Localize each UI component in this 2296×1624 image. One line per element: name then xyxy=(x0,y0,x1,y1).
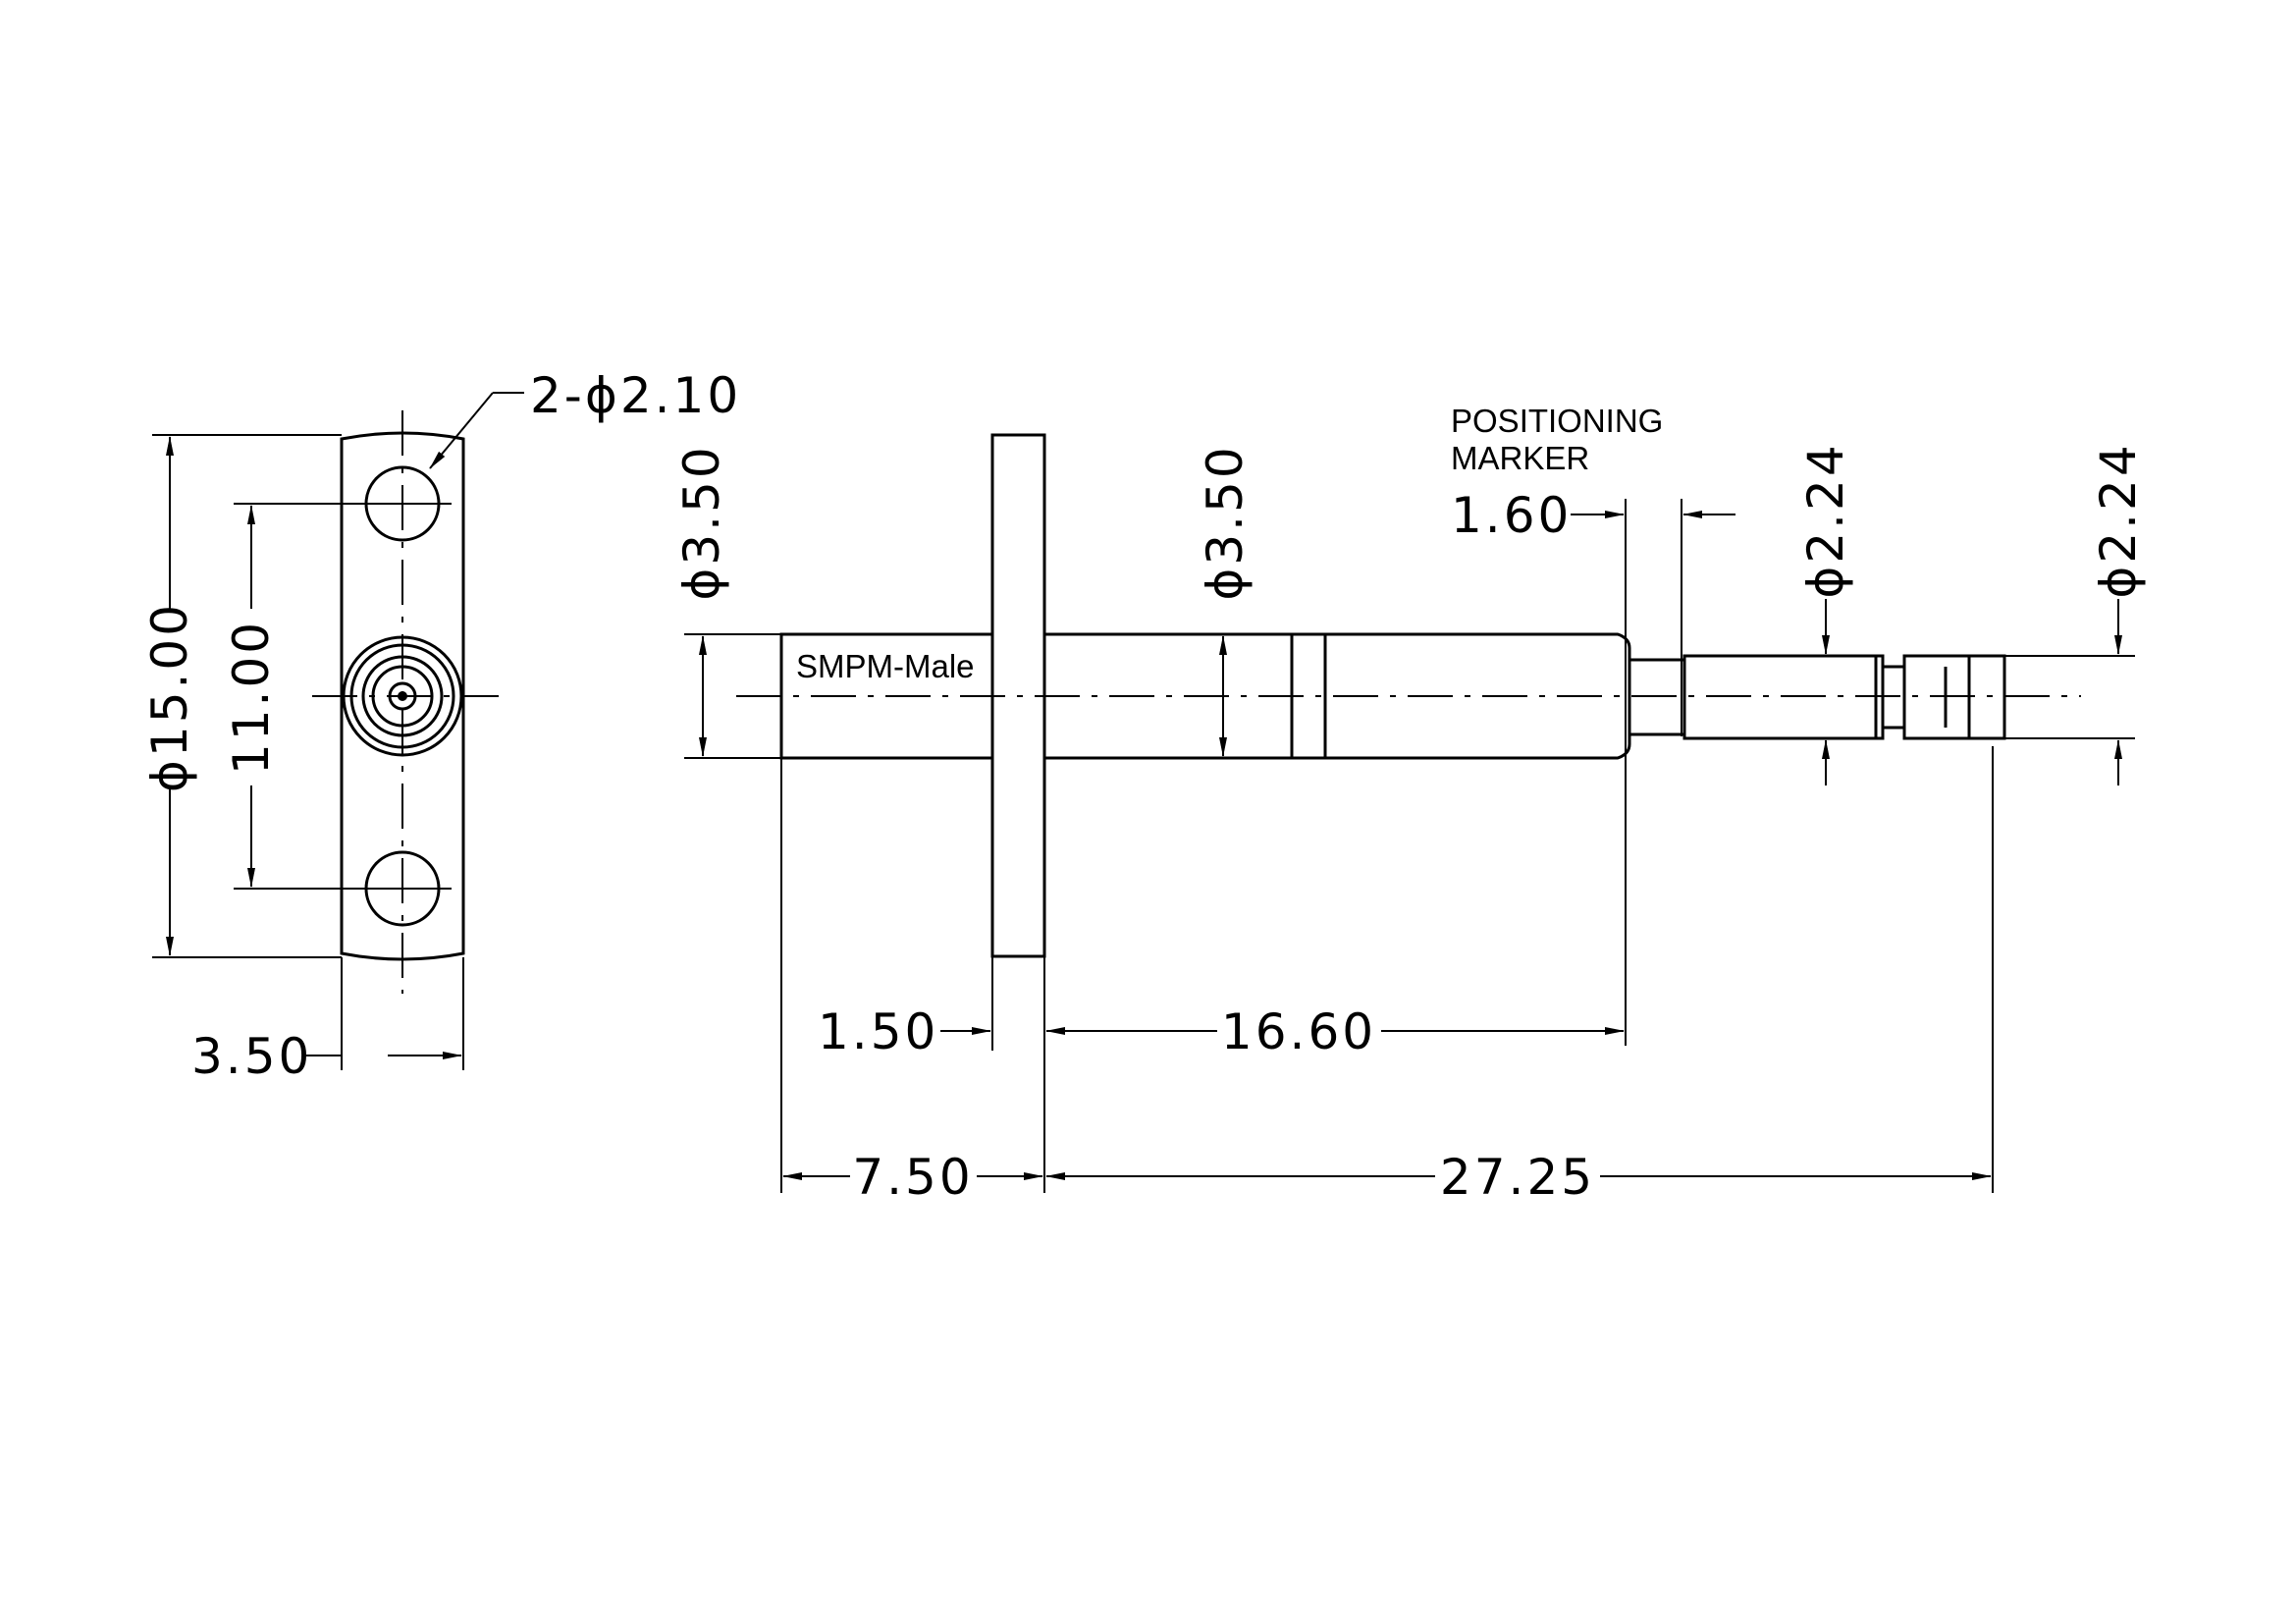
dim-hole-spec: 2-ϕ2.10 xyxy=(530,367,741,424)
flange xyxy=(990,433,1046,958)
dim-dia-15: ϕ15.00 xyxy=(141,602,198,792)
connector-ring-4 xyxy=(371,665,434,728)
connector-ring-3 xyxy=(361,655,444,737)
dim-dia-350-left: ϕ3.50 xyxy=(673,444,730,600)
hole-leader xyxy=(429,392,494,469)
positioning-marker-label-1: POSITIONING xyxy=(1451,403,1663,439)
dim-750: 7.50 xyxy=(852,1149,973,1206)
dim-dia-350-mid: ϕ3.50 xyxy=(1197,444,1254,600)
tip-end xyxy=(1967,654,2006,740)
side-view: SMPM-Male ϕ3.50 ϕ3.50 POSITIONING MARKER xyxy=(673,403,2147,1206)
end-view: ϕ15.00 11.00 2-ϕ2.10 3.50 xyxy=(141,367,741,1085)
center-pin xyxy=(398,691,407,701)
flange-outline xyxy=(340,431,465,961)
dim-1660: 16.60 xyxy=(1221,1003,1376,1060)
positioning-marker-label-2: MARKER xyxy=(1451,440,1589,476)
dim-160: 1.60 xyxy=(1451,487,1572,544)
dim-dia-224-a: ϕ2.24 xyxy=(1797,442,1854,598)
connector-ring-5 xyxy=(388,681,417,711)
dim-150: 1.50 xyxy=(818,1003,938,1060)
dim-dia-224-b: ϕ2.24 xyxy=(2090,442,2147,598)
connector-ring-2 xyxy=(349,643,455,749)
dim-2725: 27.25 xyxy=(1440,1149,1595,1206)
dim-flange-thickness: 3.50 xyxy=(191,1028,312,1085)
part-marking: SMPM-Male xyxy=(796,648,975,684)
dim-spacing-11: 11.00 xyxy=(223,620,280,775)
connector-outer-ring xyxy=(342,635,463,757)
